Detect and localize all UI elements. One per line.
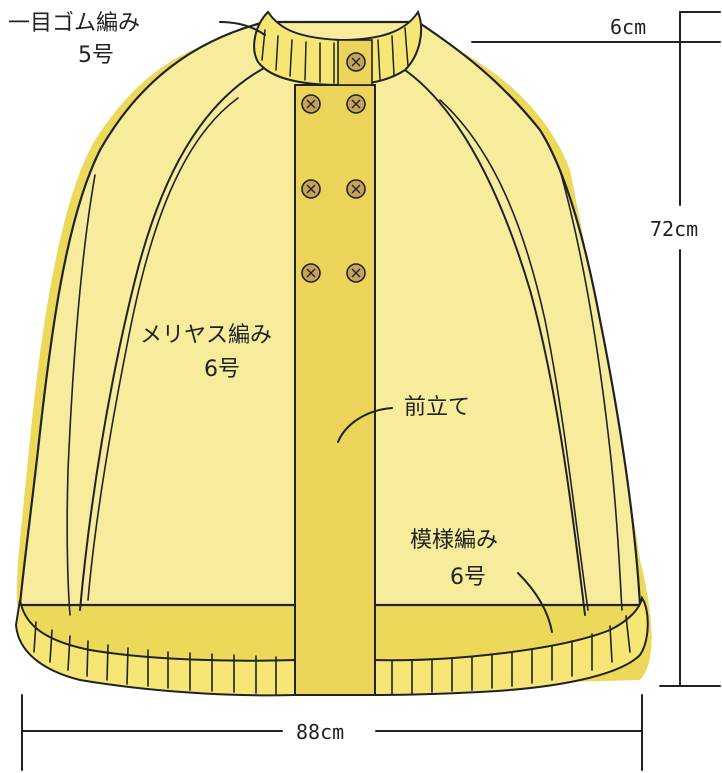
hem-needle-label: 6号 — [450, 565, 486, 590]
body-stitch-label: メリヤス編み — [140, 323, 272, 348]
width-value: 88cm — [296, 720, 344, 744]
length-value: 72cm — [650, 217, 698, 241]
left-raglan-seam-inner — [87, 97, 239, 601]
button-1-right — [346, 94, 366, 114]
hem-stitch-label: 模様編み — [410, 528, 498, 553]
right-raglan-seam-inner — [439, 99, 589, 611]
hem-leader-line — [517, 572, 553, 633]
collar-stitch-label: 一目ゴム編み — [8, 11, 140, 36]
left-raglan-seam — [79, 64, 271, 611]
front-placket — [294, 84, 376, 696]
body-needle-label: 6号 — [204, 357, 240, 382]
button-3-right — [346, 263, 366, 283]
collar-leader-line — [219, 21, 266, 36]
button-2-right — [346, 179, 366, 199]
button-1-left — [301, 94, 321, 114]
hem-ribbing-right — [374, 595, 649, 697]
hem-rib-lines — [33, 615, 631, 695]
left-side-line — [66, 174, 96, 616]
collar-height-value: 6cm — [610, 15, 646, 39]
collar-rib-lines — [261, 27, 409, 84]
button-2-left — [301, 179, 321, 199]
placket-leader-line — [337, 407, 393, 443]
collar-needle-label: 5号 — [78, 43, 114, 68]
button-3-left — [301, 263, 321, 283]
collar-button — [346, 52, 366, 72]
right-raglan-seam — [404, 69, 586, 616]
right-side-line — [559, 169, 623, 611]
placket-label: 前立て — [404, 395, 470, 420]
